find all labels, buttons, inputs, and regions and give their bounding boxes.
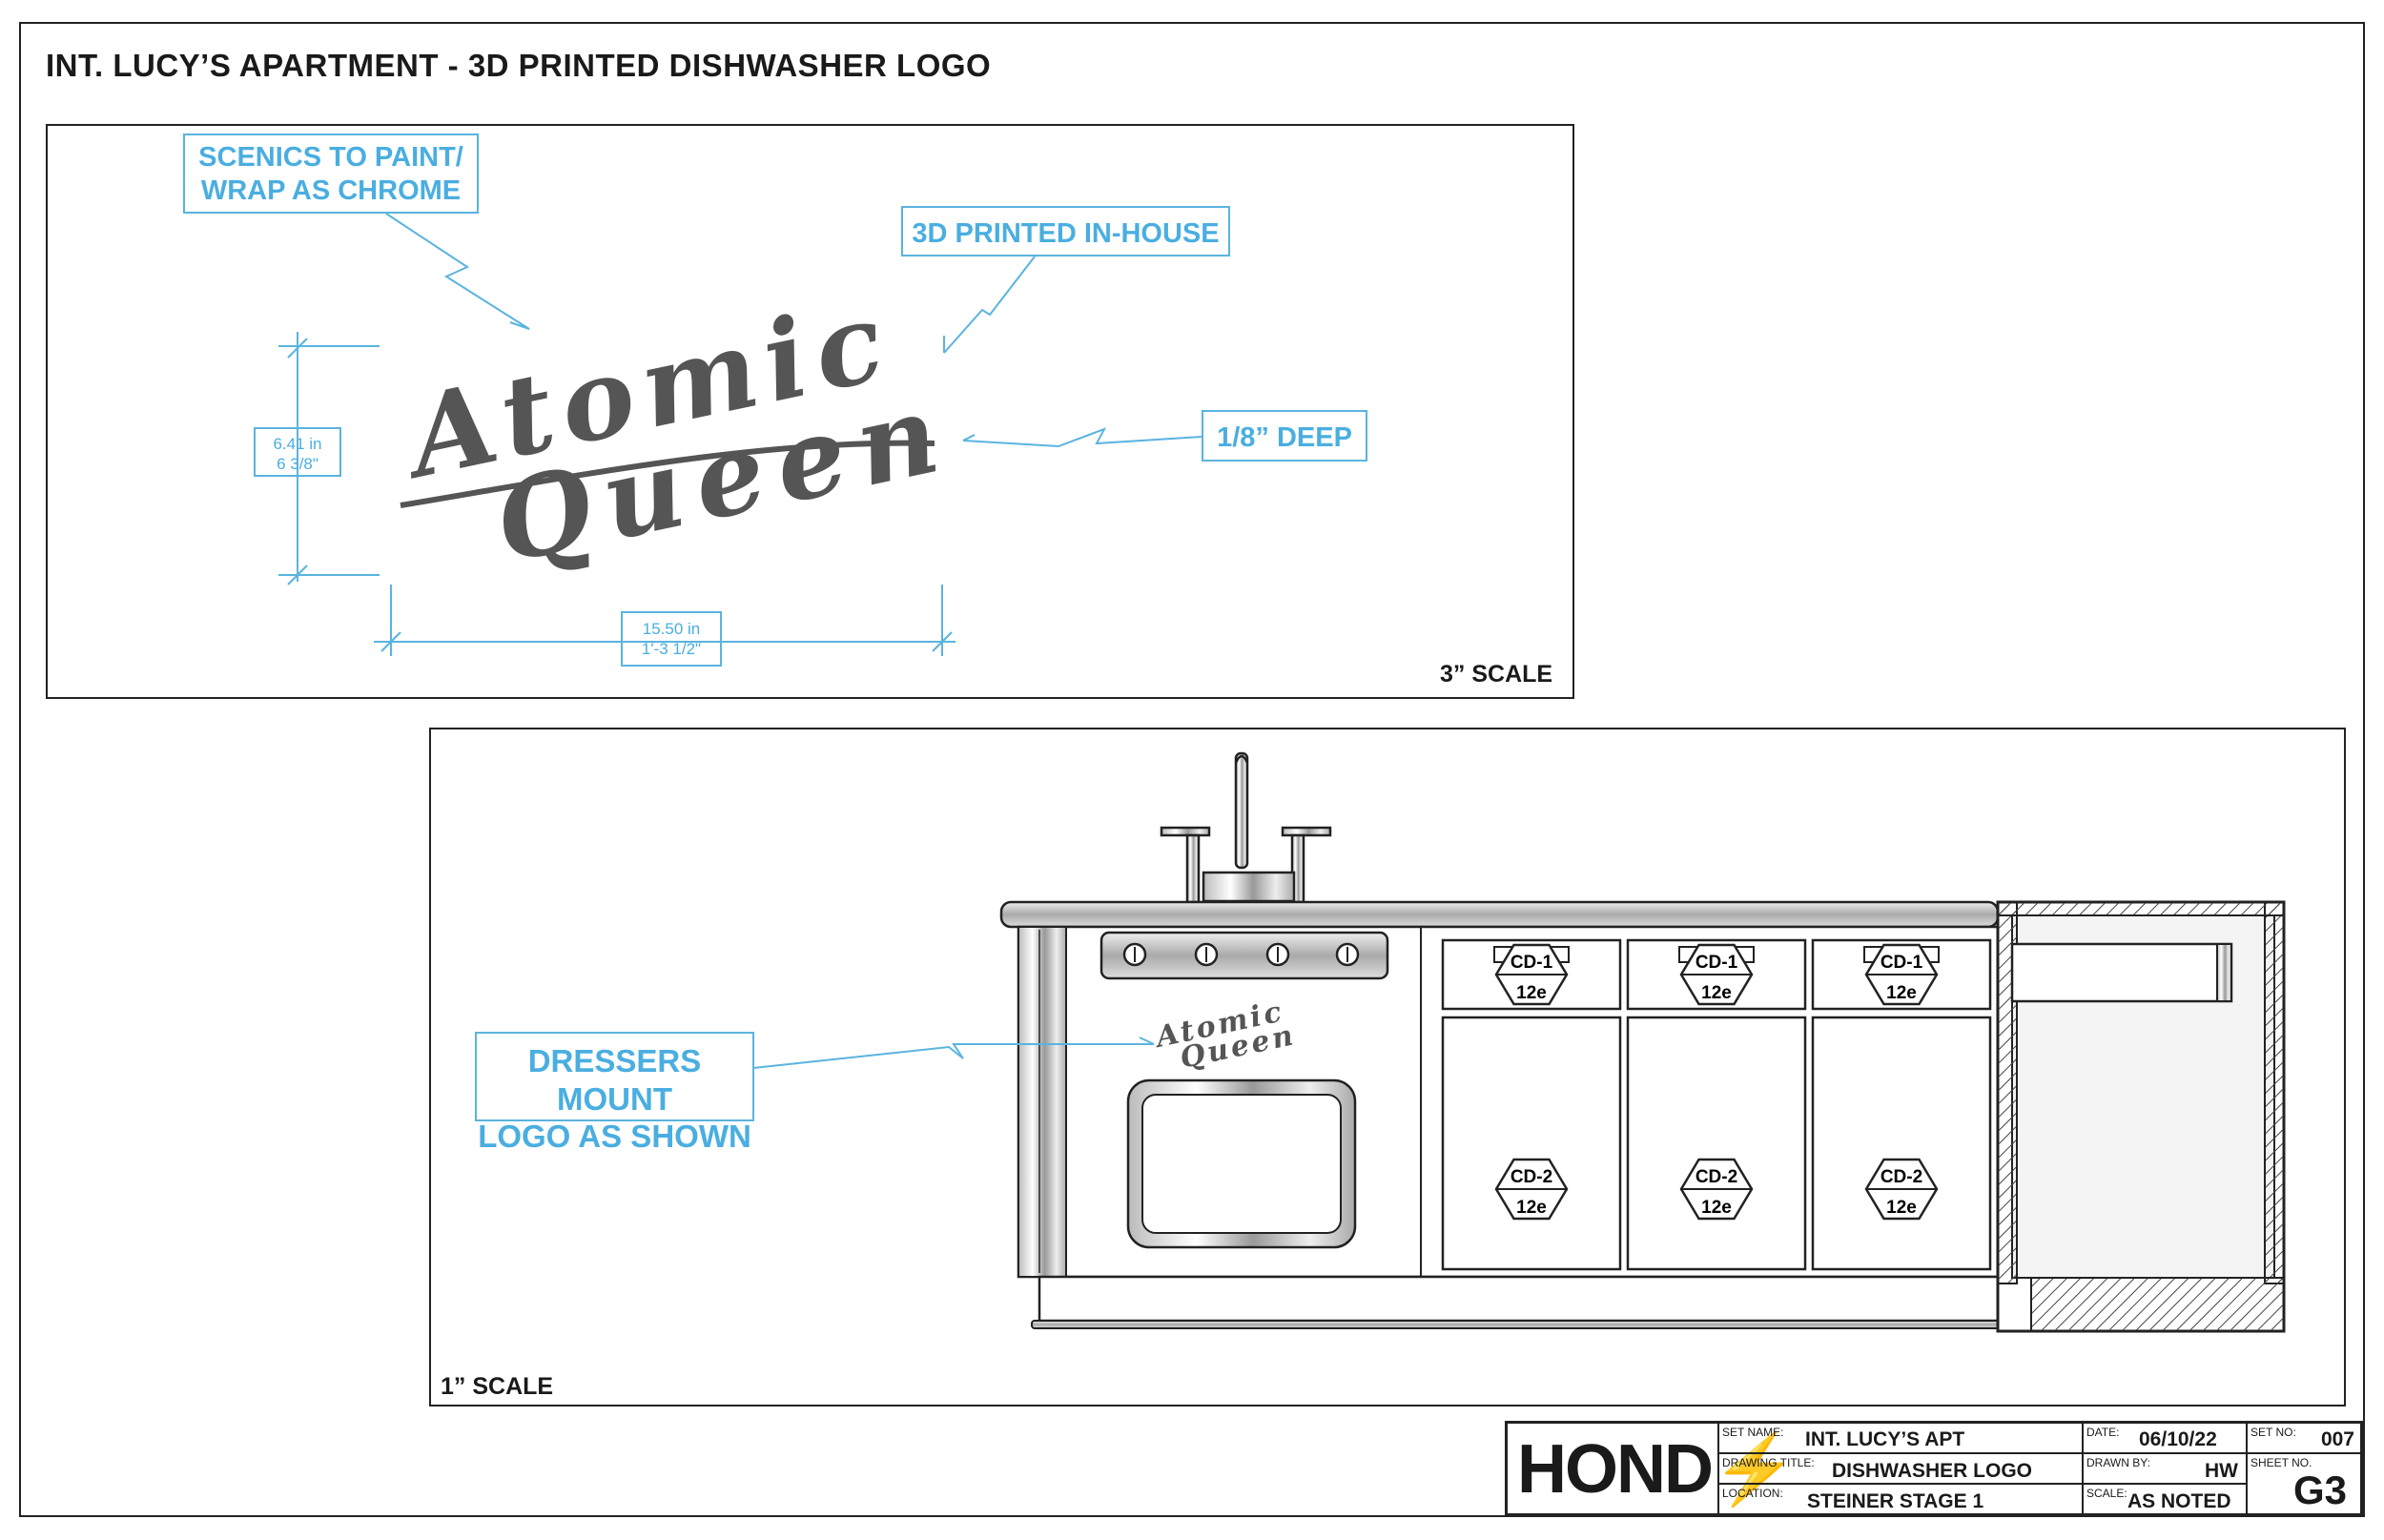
drawn-by-label: DRAWN BY: — [2086, 1456, 2150, 1469]
width-dim-line1: 15.50 in — [642, 620, 701, 638]
bottom-leader-line — [752, 1037, 1155, 1069]
drawer-tag-code: CD-1 — [1880, 953, 1923, 973]
top-leader-lines — [385, 213, 1202, 448]
sheet-no-label: SHEET NO. — [2250, 1456, 2312, 1469]
date-value: 06/10/22 — [2139, 1428, 2217, 1450]
kitchen-elevation: Atomic Queen — [999, 751, 2286, 1333]
set-name-cell: SET NAME: INT. LUCY’S APT — [1718, 1423, 2083, 1453]
drawer-tag-code: CD-2 — [1696, 1167, 1737, 1187]
sheet-title: INT. LUCY’S APARTMENT - 3D PRINTED DISHW… — [46, 48, 992, 83]
date-label: DATE: — [2086, 1426, 2120, 1439]
scale-value: AS NOTED — [2127, 1490, 2231, 1512]
drawn-by-cell: DRAWN BY: HW — [2083, 1453, 2247, 1484]
drawing-title-cell: DRAWING TITLE: DISHWASHER LOGO — [1718, 1453, 2083, 1484]
top-scale-label: 3” SCALE — [1440, 661, 1553, 688]
drawer-tag-code: CD-2 — [1880, 1167, 1922, 1187]
drawer-tag-number: 12e — [1701, 983, 1732, 1003]
location-value: STEINER STAGE 1 — [1807, 1490, 1984, 1512]
drawing-title-label: DRAWING TITLE: — [1722, 1456, 1815, 1469]
width-dimension-label: 15.50 in 1'-3 1/2" — [621, 611, 722, 667]
dressers-callout-line2: LOGO AS SHOWN — [478, 1119, 751, 1155]
title-block: HOND⚡ SET NAME: INT. LUCY’S APT DRAWING … — [1505, 1421, 2363, 1516]
location-label: LOCATION: — [1722, 1487, 1783, 1500]
drawer-tag-code: CD-1 — [1511, 953, 1553, 973]
drawer-tag-number: 12e — [1886, 1198, 1917, 1218]
set-no-value: 007 — [2320, 1428, 2354, 1450]
drawn-by-value: HW — [2205, 1460, 2238, 1482]
drawer-tag-code: CD-1 — [1696, 953, 1738, 973]
drawer-tag: CD-1 12e — [1679, 943, 1754, 1006]
width-dim-line2: 1'-3 1/2" — [641, 640, 702, 659]
tag-layer: CD-112eCD-112eCD-112eCD-212eCD-212eCD-21… — [1494, 943, 1939, 1221]
location-cell: LOCATION: STEINER STAGE 1 — [1718, 1484, 2083, 1514]
drawing-title-value: DISHWASHER LOGO — [1832, 1460, 2033, 1482]
drawer-tag-number: 12e — [1516, 1198, 1547, 1218]
date-cell: DATE: 06/10/22 — [2083, 1423, 2247, 1453]
scale-cell: SCALE: AS NOTED — [2083, 1484, 2247, 1514]
sheet-no-value: G3 — [2292, 1468, 2347, 1512]
dressers-callout-line1: DRESSERS MOUNT — [527, 1043, 702, 1117]
hondo-logo: HOND⚡ — [1517, 1430, 1798, 1509]
set-no-cell: SET NO: 007 — [2247, 1423, 2361, 1453]
printed-callout: 3D PRINTED IN-HOUSE — [901, 206, 1230, 257]
drawer-tag-number: 12e — [1886, 983, 1917, 1003]
drawer-tag: CD-1 12e — [1494, 943, 1569, 1006]
elevation-panel — [429, 728, 2346, 1407]
scenics-callout: SCENICS TO PAINT/ WRAP AS CHROME — [183, 133, 479, 214]
dimension-lines — [278, 332, 956, 656]
bottom-scale-label: 1” SCALE — [441, 1373, 554, 1400]
depth-callout: 1/8” DEEP — [1202, 410, 1367, 462]
atomic-queen-logo-large: Atomic Queen — [390, 276, 962, 589]
set-name-value: INT. LUCY’S APT — [1805, 1428, 1965, 1450]
drawer-tag: CD-1 12e — [1864, 943, 1939, 1006]
set-name-label: SET NAME: — [1722, 1426, 1784, 1439]
lightning-bolt-icon: ⚡ — [1711, 1430, 1798, 1509]
sheet-border — [19, 22, 2365, 1517]
top-leader-arrowheads — [509, 321, 976, 441]
scenics-callout-line1: SCENICS TO PAINT/ — [198, 142, 463, 173]
drawer-tag: CD-2 12e — [1679, 1158, 1754, 1221]
drawer-tag-number: 12e — [1516, 983, 1547, 1003]
drawer-tag: CD-2 12e — [1864, 1158, 1939, 1221]
dressers-callout: DRESSERS MOUNT LOGO AS SHOWN — [475, 1032, 754, 1154]
sheet-no-cell: SHEET NO. G3 — [2247, 1453, 2361, 1514]
scale-label: SCALE: — [2086, 1487, 2127, 1500]
scenics-callout-line2: WRAP AS CHROME — [200, 175, 462, 206]
hondo-logo-text: HOND — [1517, 1431, 1714, 1508]
drawer-tag: CD-2 12e — [1494, 1158, 1569, 1221]
set-no-label: SET NO: — [2250, 1426, 2296, 1439]
drawer-tag-code: CD-2 — [1511, 1167, 1552, 1187]
title-block-logo-cell: HOND⚡ — [1507, 1423, 1798, 1514]
drawer-tag-number: 12e — [1701, 1198, 1732, 1218]
